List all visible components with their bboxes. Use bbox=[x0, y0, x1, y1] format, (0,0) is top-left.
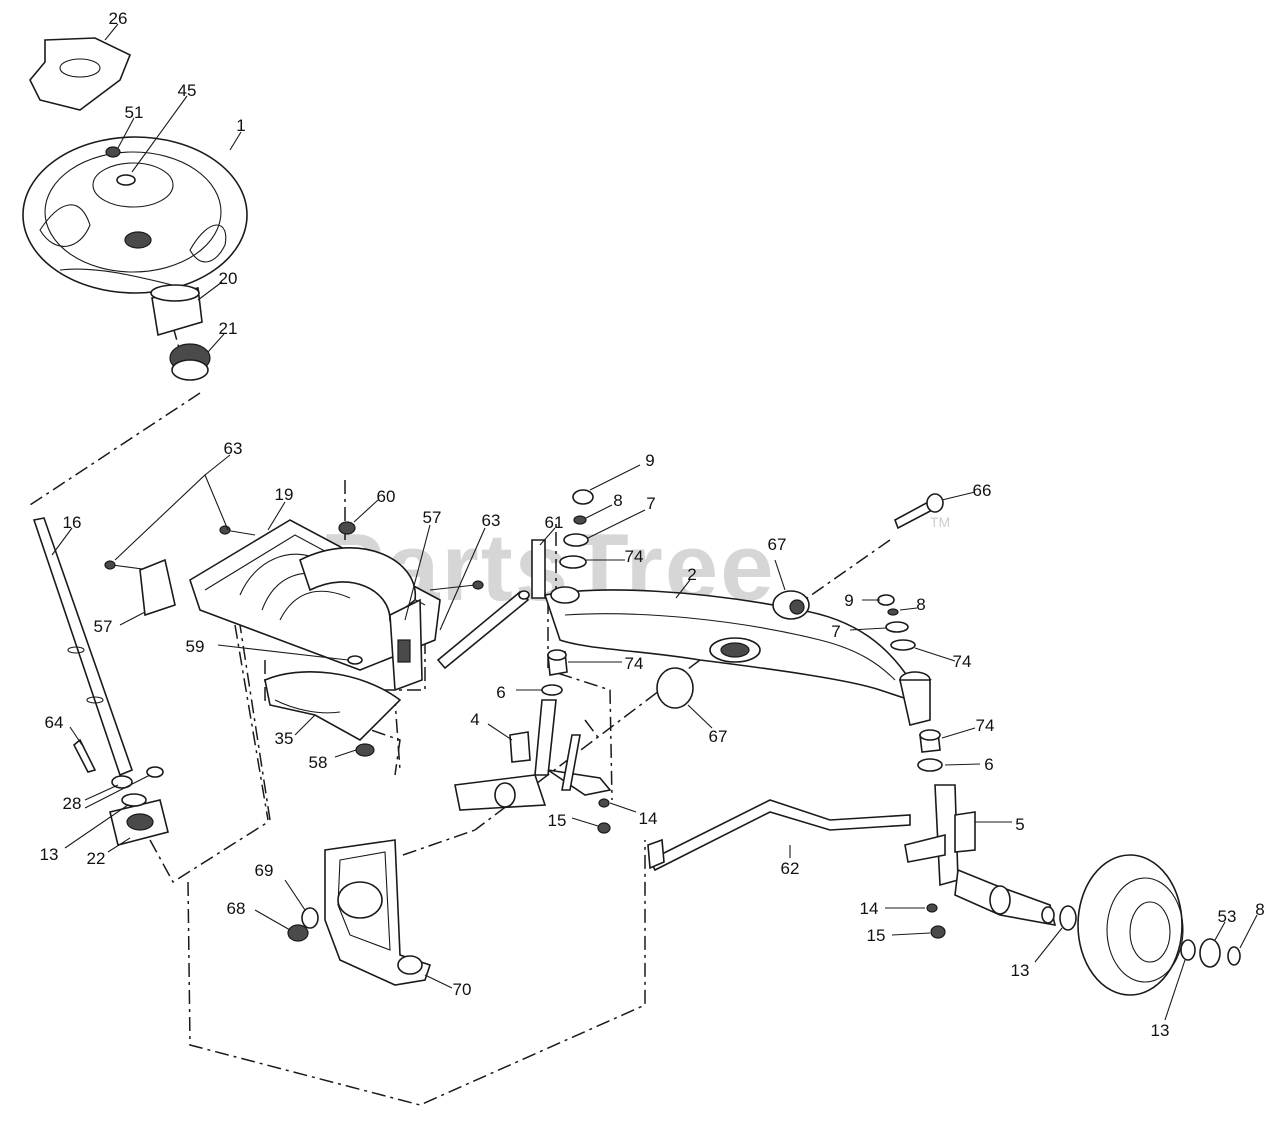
callout-74: 74 bbox=[625, 547, 644, 566]
steering-wheel bbox=[22, 131, 248, 294]
callout-28: 28 bbox=[63, 794, 82, 813]
callout-6: 6 bbox=[984, 755, 993, 774]
callout-6: 6 bbox=[496, 683, 505, 702]
nut-60 bbox=[338, 499, 379, 535]
callout-63: 63 bbox=[482, 511, 501, 530]
steering-wheel-cap bbox=[29, 23, 132, 111]
axle-pivot-hardware-right bbox=[849, 594, 956, 662]
callout-14: 14 bbox=[639, 809, 658, 828]
pivot-bolt-66 bbox=[894, 491, 976, 530]
callout-57: 57 bbox=[94, 617, 113, 636]
callout-67: 67 bbox=[709, 727, 728, 746]
nut-51-washer-45 bbox=[105, 95, 188, 186]
callout-8: 8 bbox=[1255, 900, 1264, 919]
callout-8: 8 bbox=[916, 595, 925, 614]
spindle-right bbox=[885, 727, 1057, 939]
bolt-57-right bbox=[404, 524, 486, 631]
callout-5: 5 bbox=[1015, 815, 1024, 834]
callout-8: 8 bbox=[613, 491, 622, 510]
callout-9: 9 bbox=[844, 591, 853, 610]
callout-20: 20 bbox=[219, 269, 238, 288]
callout-15: 15 bbox=[548, 811, 567, 830]
callout-53: 53 bbox=[1218, 907, 1237, 926]
steering-plate-70 bbox=[254, 839, 453, 989]
callout-63: 63 bbox=[224, 439, 243, 458]
spacer-67-lower bbox=[656, 667, 713, 729]
callout-1: 1 bbox=[236, 116, 245, 135]
callout-4: 4 bbox=[470, 710, 479, 729]
gear-21 bbox=[169, 333, 225, 381]
spindle-left bbox=[454, 649, 637, 834]
steering-bracket-plate bbox=[189, 501, 441, 692]
callout-67: 67 bbox=[768, 535, 787, 554]
bushing-58 bbox=[334, 743, 375, 758]
sector-gear-35 bbox=[264, 671, 402, 741]
callout-35: 35 bbox=[275, 729, 294, 748]
callout-58: 58 bbox=[309, 753, 328, 772]
callout-7: 7 bbox=[646, 494, 655, 513]
steering-shaft bbox=[32, 517, 134, 777]
callout-60: 60 bbox=[377, 487, 396, 506]
callout-70: 70 bbox=[453, 980, 472, 999]
drag-link-rod-61 bbox=[436, 527, 556, 670]
callout-61: 61 bbox=[545, 513, 564, 532]
callout-64: 64 bbox=[45, 713, 64, 732]
axle-pivot-hardware-left bbox=[559, 464, 646, 569]
callout-14: 14 bbox=[860, 899, 879, 918]
callout-21: 21 bbox=[219, 319, 238, 338]
callout-15: 15 bbox=[867, 926, 886, 945]
callout-68: 68 bbox=[227, 899, 246, 918]
callout-51: 51 bbox=[125, 103, 144, 122]
callout-13: 13 bbox=[1151, 1021, 1170, 1040]
callout-13: 13 bbox=[1011, 961, 1030, 980]
tie-rod-62 bbox=[647, 799, 911, 872]
bushing-20 bbox=[150, 281, 223, 337]
spacer-67-upper bbox=[772, 559, 810, 620]
front-axle-2 bbox=[543, 579, 932, 726]
callout-26: 26 bbox=[109, 9, 128, 28]
watermark-trademark: TM bbox=[930, 514, 950, 530]
front-wheel-right bbox=[1034, 854, 1258, 1021]
callout-74: 74 bbox=[625, 654, 644, 673]
bracket-57-left bbox=[119, 558, 176, 626]
callout-74: 74 bbox=[976, 716, 995, 735]
callout-9: 9 bbox=[645, 451, 654, 470]
callout-13: 13 bbox=[40, 845, 59, 864]
callout-7: 7 bbox=[831, 622, 840, 641]
shaft-lower-hardware bbox=[64, 726, 169, 853]
callout-59: 59 bbox=[186, 637, 205, 656]
bolt-63-left bbox=[104, 454, 256, 571]
callout-62: 62 bbox=[781, 859, 800, 878]
callout-2: 2 bbox=[687, 565, 696, 584]
callout-16: 16 bbox=[63, 513, 82, 532]
callout-45: 45 bbox=[178, 81, 197, 100]
callout-22: 22 bbox=[87, 849, 106, 868]
callout-19: 19 bbox=[275, 485, 294, 504]
callout-74: 74 bbox=[953, 652, 972, 671]
callout-66: 66 bbox=[973, 481, 992, 500]
washer-59 bbox=[217, 644, 363, 665]
callout-69: 69 bbox=[255, 861, 274, 880]
callout-57: 57 bbox=[423, 508, 442, 527]
